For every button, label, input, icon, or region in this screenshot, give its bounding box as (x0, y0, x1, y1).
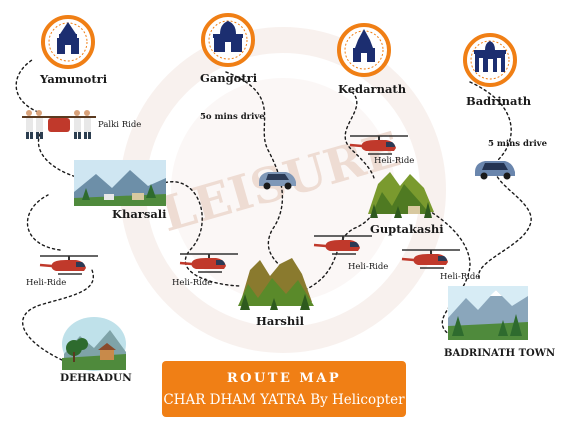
kedarnath-temple-badge (337, 23, 391, 77)
label-heli-ride-kedarnath: Heli-Ride (374, 156, 415, 166)
path-heli-kharsali (26, 194, 61, 251)
label-palki-ride: Palki Ride (98, 120, 142, 130)
route-map-title: ROUTE MAP (226, 371, 342, 386)
path-kharsali-harshil (159, 181, 241, 287)
label-badrinath-town: BADRINATH TOWN (444, 348, 556, 359)
car-icon-gangotri (259, 172, 296, 190)
label-yamunotri: Yamunotri (40, 72, 108, 86)
car-icon-badrinath (475, 161, 515, 180)
path-dehradun-heli (22, 269, 94, 361)
label-guptakashi: Guptakashi (370, 222, 444, 236)
label-heli-ride-guptakashi: Heli-Ride (348, 262, 389, 272)
badrinath-town-landscape-image (448, 286, 528, 340)
label-kedarnath: Kedarnath (338, 82, 407, 96)
palki-bearers-icon (22, 110, 96, 139)
path-palki-yamunotri (15, 59, 39, 113)
helicopter-icon-kedarnath (349, 135, 408, 155)
badrinath-temple-badge (463, 33, 517, 87)
harshil-landscape-image (238, 258, 314, 310)
helicopter-icon-harshil (179, 253, 238, 273)
label-badrinath-drive: 5 mins drive (488, 139, 548, 149)
label-heli-ride-dehradun: Heli-Ride (26, 278, 67, 288)
yamunotri-temple-badge (41, 15, 95, 69)
helicopter-icon-guptakashi-link (313, 235, 372, 255)
helicopter-icon-badrinath-town (401, 249, 460, 269)
label-gangotri: Gangotri (200, 71, 258, 85)
label-heli-ride-badrinath: Heli-Ride (440, 272, 481, 282)
helicopter-icon-dehradun (39, 255, 98, 275)
label-badrinath: Badrinath (466, 94, 532, 108)
path-badrinath-town (469, 81, 532, 281)
label-dehradun: DEHRADUN (60, 372, 132, 384)
label-harshil: Harshil (256, 314, 304, 328)
route-map-banner: ROUTE MAP CHAR DHAM YATRA By Helicopter (162, 361, 406, 417)
label-gangotri-drive: 5o mins drive (200, 112, 265, 122)
path-kharsali-palki (37, 129, 81, 179)
guptakashi-landscape-image (368, 172, 434, 218)
label-heli-ride-harshil: Heli-Ride (172, 278, 213, 288)
path-guptakashi-badrinathtown (427, 209, 471, 339)
kharsali-landscape-image (74, 160, 166, 206)
label-kharsali: Kharsali (112, 207, 167, 221)
path-kedarnath-guptakashi (344, 91, 375, 179)
gangotri-temple-badge (201, 13, 255, 67)
route-map-subtitle: CHAR DHAM YATRA By Helicopter (163, 392, 405, 408)
dehradun-scene-image (62, 317, 126, 371)
